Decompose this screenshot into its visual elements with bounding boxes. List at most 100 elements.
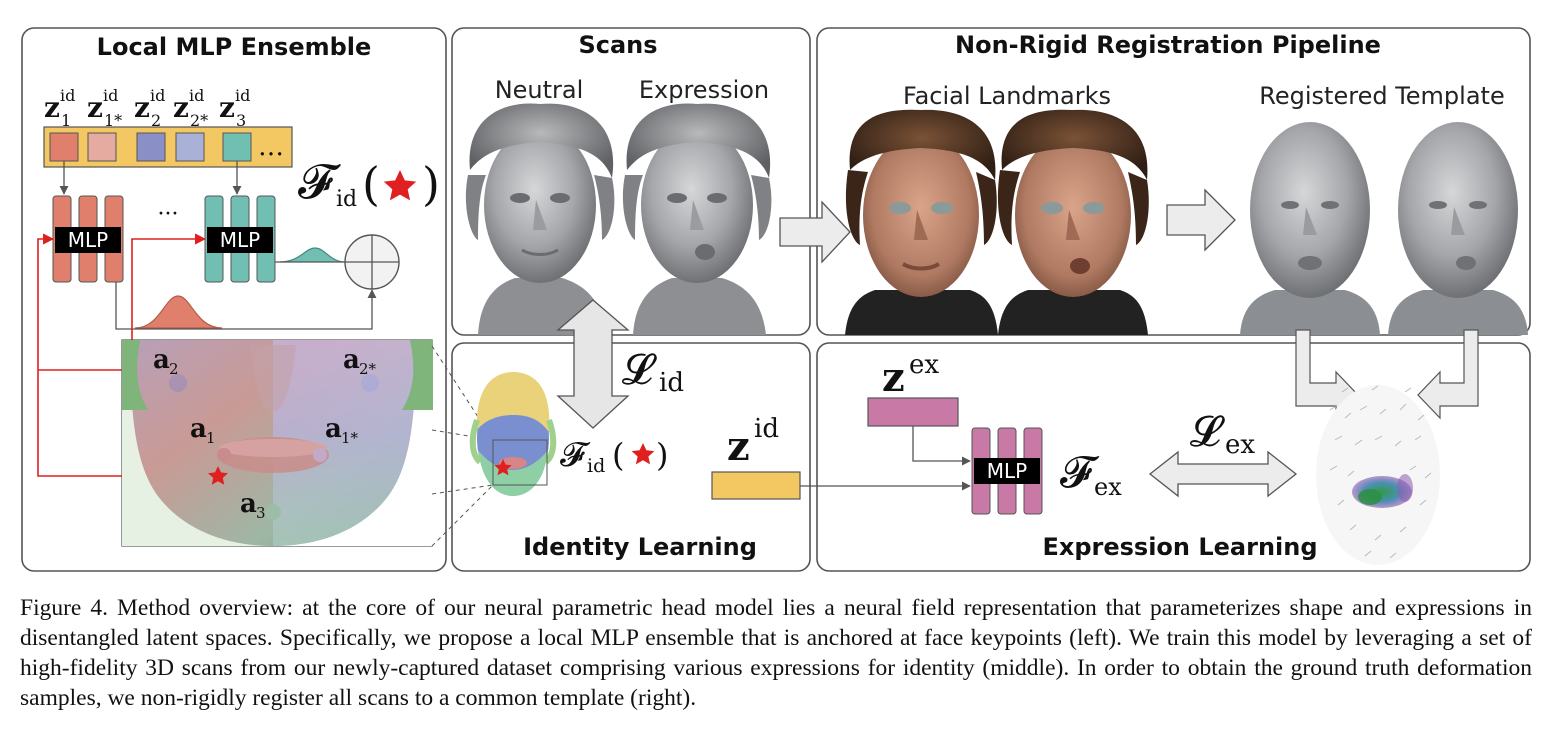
svg-text:id: id bbox=[754, 414, 779, 444]
latent-z2s-block bbox=[175, 132, 205, 162]
identity-title: Identity Learning bbox=[523, 533, 757, 561]
latent-code-bar bbox=[43, 126, 293, 168]
svg-text:id: id bbox=[336, 187, 357, 212]
svg-text:id: id bbox=[103, 86, 118, 105]
scan-expression-render bbox=[622, 103, 772, 335]
arrow-scans-identity bbox=[556, 299, 630, 429]
deformation-flow-field bbox=[1316, 385, 1440, 565]
svg-text:ex: ex bbox=[1225, 430, 1255, 460]
svg-text:2*: 2* bbox=[190, 111, 208, 130]
l-ex-loss: 𝓛 ex bbox=[1190, 407, 1255, 460]
identity-star-icon bbox=[494, 459, 512, 476]
svg-text:3: 3 bbox=[236, 111, 246, 130]
svg-text:1: 1 bbox=[206, 429, 216, 447]
svg-text:z: z bbox=[87, 91, 103, 124]
svg-text:ex: ex bbox=[1094, 473, 1122, 501]
latent-z3-block bbox=[222, 132, 252, 162]
svg-text:z: z bbox=[727, 423, 750, 470]
panel-registration bbox=[816, 27, 1531, 336]
svg-text:1*: 1* bbox=[104, 111, 122, 130]
arrow-template-neutral-down bbox=[1295, 329, 1359, 420]
template-expression-render bbox=[1388, 122, 1528, 335]
svg-text:z: z bbox=[219, 91, 235, 124]
svg-text:): ) bbox=[656, 436, 668, 474]
svg-text:1*: 1* bbox=[341, 429, 359, 447]
z-id-bar bbox=[711, 471, 801, 500]
z-id-label: z id bbox=[727, 414, 779, 470]
svg-text:2*: 2* bbox=[359, 360, 377, 378]
template-label: Registered Template bbox=[1259, 82, 1504, 110]
svg-text:1: 1 bbox=[61, 111, 71, 130]
figure-caption: Figure 4. Method overview: at the core o… bbox=[20, 595, 1532, 711]
z1-id-label: z id 1 bbox=[44, 86, 75, 130]
landmarks-expression-render bbox=[997, 109, 1149, 335]
mlp-expression: MLP bbox=[971, 427, 1043, 515]
sum-node bbox=[344, 234, 400, 290]
mlp-block-1: MLP bbox=[52, 195, 124, 283]
svg-text:2: 2 bbox=[169, 360, 179, 378]
svg-text:ex: ex bbox=[909, 350, 939, 380]
svg-text:z: z bbox=[44, 91, 60, 124]
svg-text:z: z bbox=[134, 91, 150, 124]
latent-z2-block bbox=[136, 132, 166, 162]
z2s-id-label: z id 2* bbox=[173, 86, 208, 130]
svg-text:MLP: MLP bbox=[220, 228, 260, 252]
arrow-ex-loss bbox=[1148, 450, 1298, 498]
red-star-icon bbox=[383, 170, 417, 201]
arrow-landmarks-to-template bbox=[1166, 188, 1236, 252]
arrow-template-expression-down bbox=[1417, 329, 1479, 420]
svg-text:3: 3 bbox=[256, 504, 266, 522]
scans-title: Scans bbox=[578, 31, 657, 59]
scan-neutral-render bbox=[465, 103, 615, 335]
svg-text:(: ( bbox=[362, 157, 380, 211]
gaussian-teal bbox=[279, 247, 346, 263]
latent-code-labels: z id 1 z id 1* z id 2 z id 2* z id 3 bbox=[44, 86, 250, 130]
svg-text:a: a bbox=[190, 414, 207, 444]
neutral-label: Neutral bbox=[495, 76, 584, 104]
f-id-star-large: 𝓕 id ( ) bbox=[298, 154, 440, 212]
arrow-scans-to-registration bbox=[779, 200, 851, 264]
anchor-a1s-label: a 1* bbox=[325, 414, 359, 447]
anchor-a2s-label: a 2* bbox=[343, 345, 377, 378]
svg-text:a: a bbox=[240, 489, 257, 519]
svg-text:id: id bbox=[150, 86, 165, 105]
registration-title: Non-Rigid Registration Pipeline bbox=[955, 31, 1381, 59]
svg-text:2: 2 bbox=[151, 111, 161, 130]
svg-text:z: z bbox=[173, 91, 189, 124]
template-neutral-render bbox=[1240, 122, 1380, 335]
panel-identity bbox=[451, 342, 811, 572]
z-ex-bar bbox=[867, 397, 959, 427]
latent-z1-block bbox=[49, 132, 79, 162]
panel-scans bbox=[451, 27, 811, 336]
svg-text:(: ( bbox=[612, 436, 624, 474]
svg-text:id: id bbox=[587, 455, 605, 477]
svg-text:z: z bbox=[882, 354, 905, 401]
z-ex-label: z ex bbox=[882, 350, 939, 401]
svg-text:𝓛: 𝓛 bbox=[1190, 407, 1225, 456]
svg-text:a: a bbox=[343, 345, 360, 375]
svg-text:a: a bbox=[325, 414, 342, 444]
latent-ellipsis: … bbox=[258, 132, 284, 162]
l-id-loss: 𝓛 id bbox=[622, 345, 684, 398]
mlp-block-2: MLP bbox=[204, 195, 276, 283]
z1s-id-label: z id 1* bbox=[87, 86, 122, 130]
svg-text:MLP: MLP bbox=[68, 228, 108, 252]
anchor-a3-label: a 3 bbox=[240, 489, 266, 522]
close-up-face-render bbox=[121, 339, 433, 547]
anchor-a2-label: a 2 bbox=[153, 345, 179, 378]
z3-id-label: z id 3 bbox=[219, 86, 250, 130]
f-id-star-small: 𝓕 id ( ) bbox=[560, 435, 668, 477]
red-star-small-icon bbox=[631, 443, 655, 465]
panel-expression bbox=[816, 342, 1531, 572]
panel-local-mlp bbox=[21, 27, 447, 572]
svg-text:𝓛: 𝓛 bbox=[622, 345, 657, 394]
expression-title: Expression Learning bbox=[1042, 533, 1317, 561]
landmarks-label: Facial Landmarks bbox=[903, 82, 1111, 110]
query-star-icon bbox=[208, 466, 228, 485]
latent-z1s-block bbox=[87, 132, 117, 162]
z2-id-label: z id 2 bbox=[134, 86, 165, 130]
expression-label: Expression bbox=[639, 76, 769, 104]
anchor-a1-label: a 1 bbox=[190, 414, 216, 447]
svg-text:id: id bbox=[659, 368, 684, 398]
